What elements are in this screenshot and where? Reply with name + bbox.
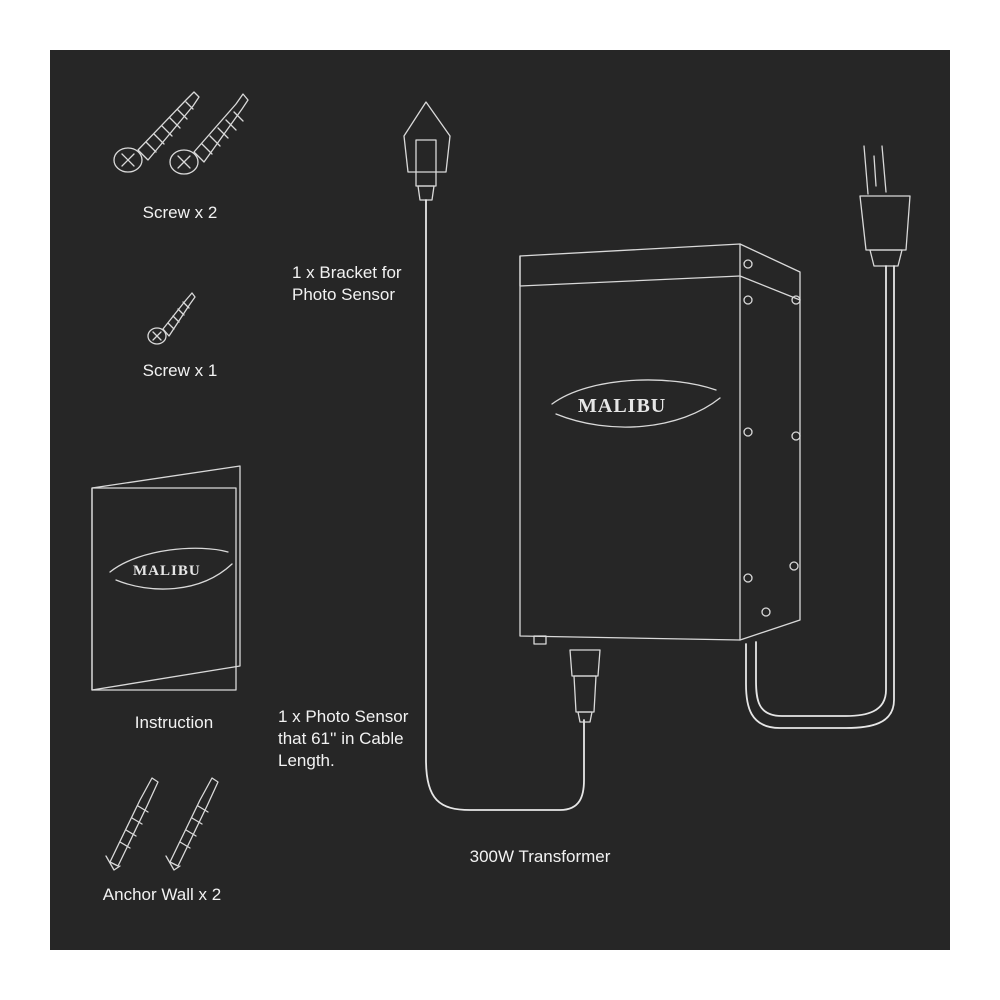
screw-icon (147, 292, 196, 345)
transformer-label: 300W Transformer (469, 847, 611, 866)
photo-sensor-label-line: that 61'' in Cable (278, 729, 404, 748)
anchor-wall-label: Anchor Wall x 2 (102, 885, 222, 904)
screw-icon (169, 93, 249, 175)
anchor-icon (105, 777, 159, 871)
instruction-label: Instruction (134, 713, 214, 732)
power-plug-icon (745, 145, 911, 729)
booklet-icon: MALIBU (91, 465, 241, 691)
screw-two-label: Screw x 2 (142, 203, 218, 222)
photo-sensor-icon (403, 101, 601, 811)
svg-text:MALIBU: MALIBU (578, 395, 666, 417)
photo-sensor-label-line: Length. (278, 751, 335, 770)
anchor-icon (165, 777, 219, 871)
bracket-label: 1 x Bracket for Photo Sensor (292, 262, 402, 306)
screw-one-label: Screw x 1 (142, 361, 218, 380)
photo-sensor-label-line: 1 x Photo Sensor (278, 707, 409, 726)
bracket-label-line: 1 x Bracket for (292, 263, 402, 282)
photo-sensor-label: 1 x Photo Sensor that 61'' in Cable Leng… (278, 706, 408, 772)
screw-icon (113, 91, 200, 173)
transformer-icon: MALIBU (519, 243, 801, 645)
bracket-label-line: Photo Sensor (292, 285, 396, 304)
svg-text:MALIBU: MALIBU (133, 563, 201, 579)
